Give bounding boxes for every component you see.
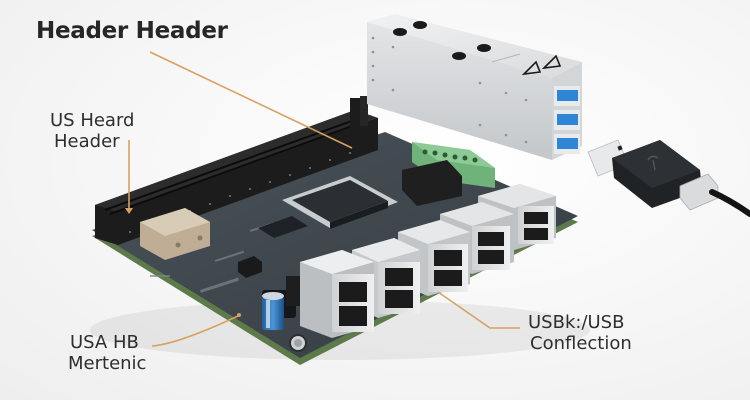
usb-hub: [367, 14, 582, 160]
callout-line-title: [149, 51, 353, 149]
callout-line-2: Conflection: [530, 333, 632, 354]
processor-chip: [282, 176, 398, 229]
callout-usb-connection: USBk:/USB Conflection: [528, 312, 632, 354]
callout-line-1: USA HB: [70, 332, 139, 353]
terminal-block: [402, 142, 495, 206]
callout-line-2: Mertenic: [68, 353, 147, 374]
callout-us-heard-header: US Heard Header: [50, 110, 134, 152]
pin-header-slot: [95, 96, 378, 245]
callout-lines: [125, 51, 520, 347]
usb-port-stacks: [300, 184, 556, 338]
hub-usb-ports: [554, 86, 580, 154]
capacitor: [262, 292, 284, 330]
callout-line-1: USBk:/USB: [528, 312, 625, 333]
callout-line-usa-hb: [151, 315, 239, 347]
callout-line-2: Header: [54, 131, 120, 152]
usb-plug: [587, 139, 750, 217]
shielded-connector: [140, 208, 210, 260]
callout-usa-hb-mertenic: USA HB Mertenic: [68, 332, 147, 374]
callout-line-usb: [437, 291, 520, 329]
callout-line-1: US Heard: [50, 110, 135, 131]
title-heading: Header Header: [36, 18, 228, 44]
